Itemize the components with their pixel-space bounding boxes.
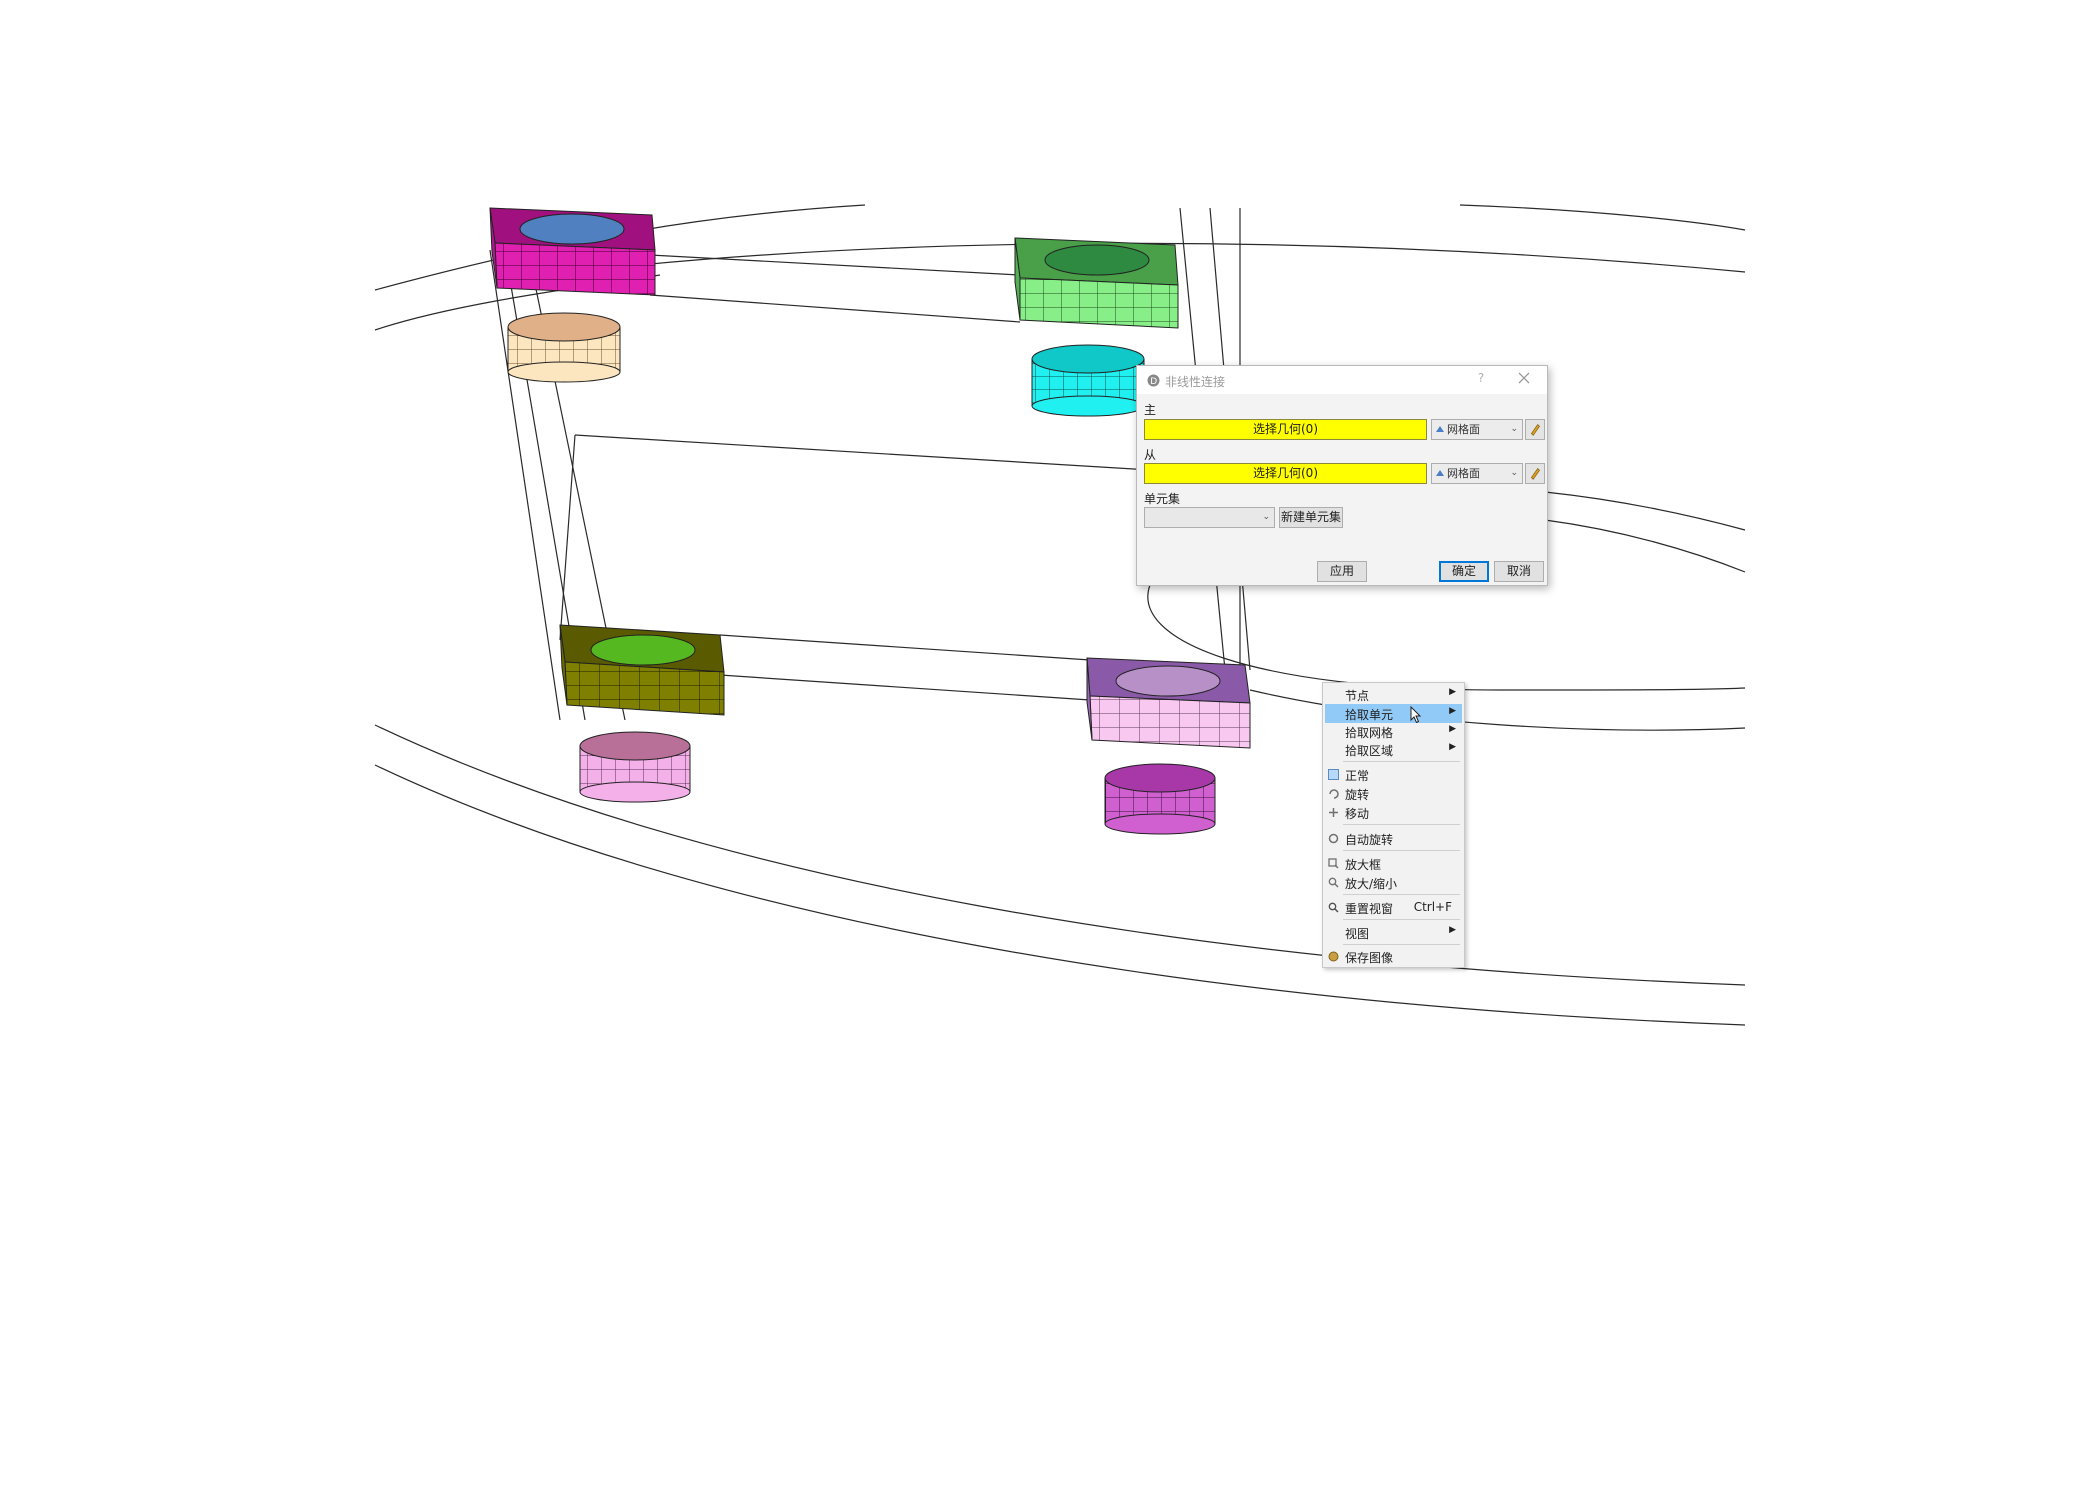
menu-item-label: 拾取单元 xyxy=(1345,708,1394,722)
cancel-button[interactable]: 取消 xyxy=(1494,561,1544,582)
menu-separator xyxy=(1343,944,1460,945)
mesh-face-icon xyxy=(1436,426,1444,432)
new-element-set-button[interactable]: 新建单元集 xyxy=(1279,507,1343,528)
slave-pick-button[interactable] xyxy=(1525,463,1545,484)
menu-item-pick-region[interactable]: 拾取区域 ▶ xyxy=(1325,740,1462,759)
chevron-down-icon: ⌄ xyxy=(1262,512,1270,522)
slave-type-combo[interactable]: 网格面 ⌄ xyxy=(1431,463,1523,484)
help-icon[interactable]: ? xyxy=(1477,371,1485,385)
pile-purple[interactable] xyxy=(1104,763,1216,835)
mouse-cursor-icon xyxy=(1410,706,1422,724)
footing-green[interactable] xyxy=(1014,237,1179,329)
menu-separator xyxy=(1343,761,1460,762)
menu-item-label: 视图 xyxy=(1345,927,1370,941)
menu-item-view[interactable]: 视图 ▶ xyxy=(1325,923,1462,942)
save-image-icon xyxy=(1328,951,1339,962)
master-pick-button[interactable] xyxy=(1525,419,1545,440)
element-set-combo[interactable]: ⌄ xyxy=(1144,507,1275,528)
menu-item-move[interactable]: 移动 xyxy=(1325,803,1462,822)
menu-item-shortcut: Ctrl+F xyxy=(1413,900,1452,914)
menu-item-label: 旋转 xyxy=(1345,788,1370,802)
pencil-icon xyxy=(1530,467,1540,480)
move-icon xyxy=(1329,808,1338,817)
menu-separator xyxy=(1343,919,1460,920)
chevron-down-icon: ⌄ xyxy=(1510,468,1518,478)
menu-item-label: 拾取网格 xyxy=(1345,726,1394,740)
close-icon[interactable] xyxy=(1515,369,1533,387)
pencil-icon xyxy=(1530,423,1540,436)
master-type-value: 网格面 xyxy=(1447,423,1480,436)
menu-item-label: 重置视窗 xyxy=(1345,902,1394,916)
menu-item-auto-rotate[interactable]: 自动旋转 xyxy=(1325,829,1462,848)
submenu-arrow-icon: ▶ xyxy=(1449,687,1456,697)
menu-item-zoom-box[interactable]: 放大框 xyxy=(1325,854,1462,873)
menu-item-label: 正常 xyxy=(1345,769,1370,783)
menu-item-rotate[interactable]: 旋转 xyxy=(1325,784,1462,803)
submenu-arrow-icon: ▶ xyxy=(1449,706,1456,716)
dialog-titlebar[interactable]: D 非线性连接 ? xyxy=(1137,366,1547,394)
pile-pink[interactable] xyxy=(579,731,691,803)
master-select-geometry-field[interactable]: 选择几何(0) xyxy=(1144,419,1427,440)
menu-item-normal[interactable]: 正常 xyxy=(1325,765,1462,784)
slave-label: 从 xyxy=(1144,448,1157,462)
pile-cyan[interactable] xyxy=(1031,344,1145,417)
menu-item-label: 放大/缩小 xyxy=(1345,877,1398,891)
nonlinear-connection-dialog: D 非线性连接 ? 主 选择几何(0) 网格面 ⌄ 从 选择几何(0) 网格面 … xyxy=(1136,365,1548,586)
menu-item-zoom-in-out[interactable]: 放大/缩小 xyxy=(1325,873,1462,892)
auto-rotate-icon xyxy=(1328,833,1339,844)
menu-separator xyxy=(1343,894,1460,895)
wireframe-lines xyxy=(374,204,1746,1026)
normal-mode-icon xyxy=(1328,769,1339,780)
menu-item-label: 移动 xyxy=(1345,807,1370,821)
footing-olive[interactable] xyxy=(559,624,725,716)
reset-view-icon xyxy=(1328,902,1339,913)
footing-pink[interactable] xyxy=(1086,657,1251,749)
chevron-down-icon: ⌄ xyxy=(1510,424,1518,434)
mesh-face-icon xyxy=(1436,470,1444,476)
master-label: 主 xyxy=(1144,403,1157,417)
app-logo-icon: D xyxy=(1147,374,1160,387)
svg-text:D: D xyxy=(1150,377,1157,387)
menu-item-reset-view[interactable]: 重置视窗 Ctrl+F xyxy=(1325,898,1462,917)
menu-item-nodes[interactable]: 节点 ▶ xyxy=(1325,685,1462,704)
dialog-title: 非线性连接 xyxy=(1165,375,1226,389)
rotate-icon xyxy=(1329,789,1339,799)
menu-item-label: 自动旋转 xyxy=(1345,833,1394,847)
menu-item-pick-elements[interactable]: 拾取单元 ▶ xyxy=(1325,704,1462,723)
menu-item-pick-mesh[interactable]: 拾取网格 ▶ xyxy=(1325,722,1462,741)
master-type-combo[interactable]: 网格面 ⌄ xyxy=(1431,419,1523,440)
ok-button[interactable]: 确定 xyxy=(1439,561,1489,582)
pile-peach[interactable] xyxy=(507,312,621,383)
menu-item-label: 拾取区域 xyxy=(1345,744,1394,758)
submenu-arrow-icon: ▶ xyxy=(1449,724,1456,734)
zoom-in-out-icon xyxy=(1328,877,1339,888)
slave-select-geometry-field[interactable]: 选择几何(0) xyxy=(1144,463,1427,484)
zoom-box-icon xyxy=(1328,858,1339,869)
apply-button[interactable]: 应用 xyxy=(1317,561,1367,582)
menu-item-label: 节点 xyxy=(1345,689,1370,703)
element-set-label: 单元集 xyxy=(1144,492,1181,506)
submenu-arrow-icon: ▶ xyxy=(1449,742,1456,752)
menu-item-label: 保存图像 xyxy=(1345,951,1394,965)
slave-type-value: 网格面 xyxy=(1447,467,1480,480)
submenu-arrow-icon: ▶ xyxy=(1449,925,1456,935)
menu-separator xyxy=(1343,850,1460,851)
context-menu: 节点 ▶ 拾取单元 ▶ 拾取网格 ▶ 拾取区域 ▶ 正常 旋转 移动 自动旋转 … xyxy=(1322,682,1465,968)
footing-magenta[interactable] xyxy=(489,207,656,296)
menu-separator xyxy=(1343,824,1460,825)
menu-item-label: 放大框 xyxy=(1345,858,1382,872)
menu-item-save-image[interactable]: 保存图像 xyxy=(1325,947,1462,966)
